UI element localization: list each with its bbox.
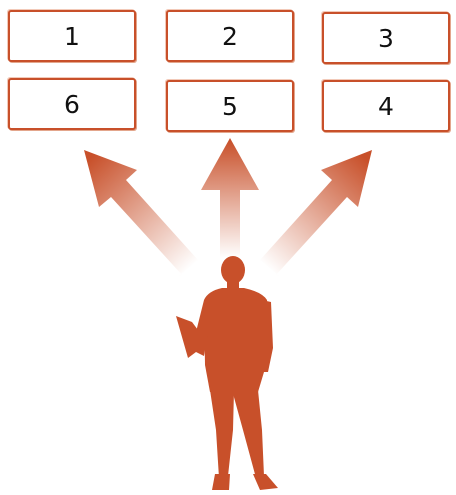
- box-2: 2: [166, 10, 294, 62]
- box-5: 5: [166, 80, 294, 132]
- box-5-label: 5: [222, 91, 238, 121]
- box-6-label: 6: [64, 89, 80, 119]
- box-6: 6: [8, 78, 136, 130]
- person-reading-icon: [176, 256, 278, 490]
- box-4: 4: [322, 80, 450, 132]
- arrow-up-right: [260, 150, 372, 276]
- arrow-up-left: [84, 150, 198, 276]
- box-1: 1: [8, 10, 136, 62]
- box-3-label: 3: [378, 23, 394, 53]
- box-2-label: 2: [222, 21, 238, 51]
- box-3: 3: [322, 12, 450, 64]
- arrow-up: [201, 138, 259, 258]
- box-1-label: 1: [64, 21, 80, 51]
- box-4-label: 4: [378, 91, 394, 121]
